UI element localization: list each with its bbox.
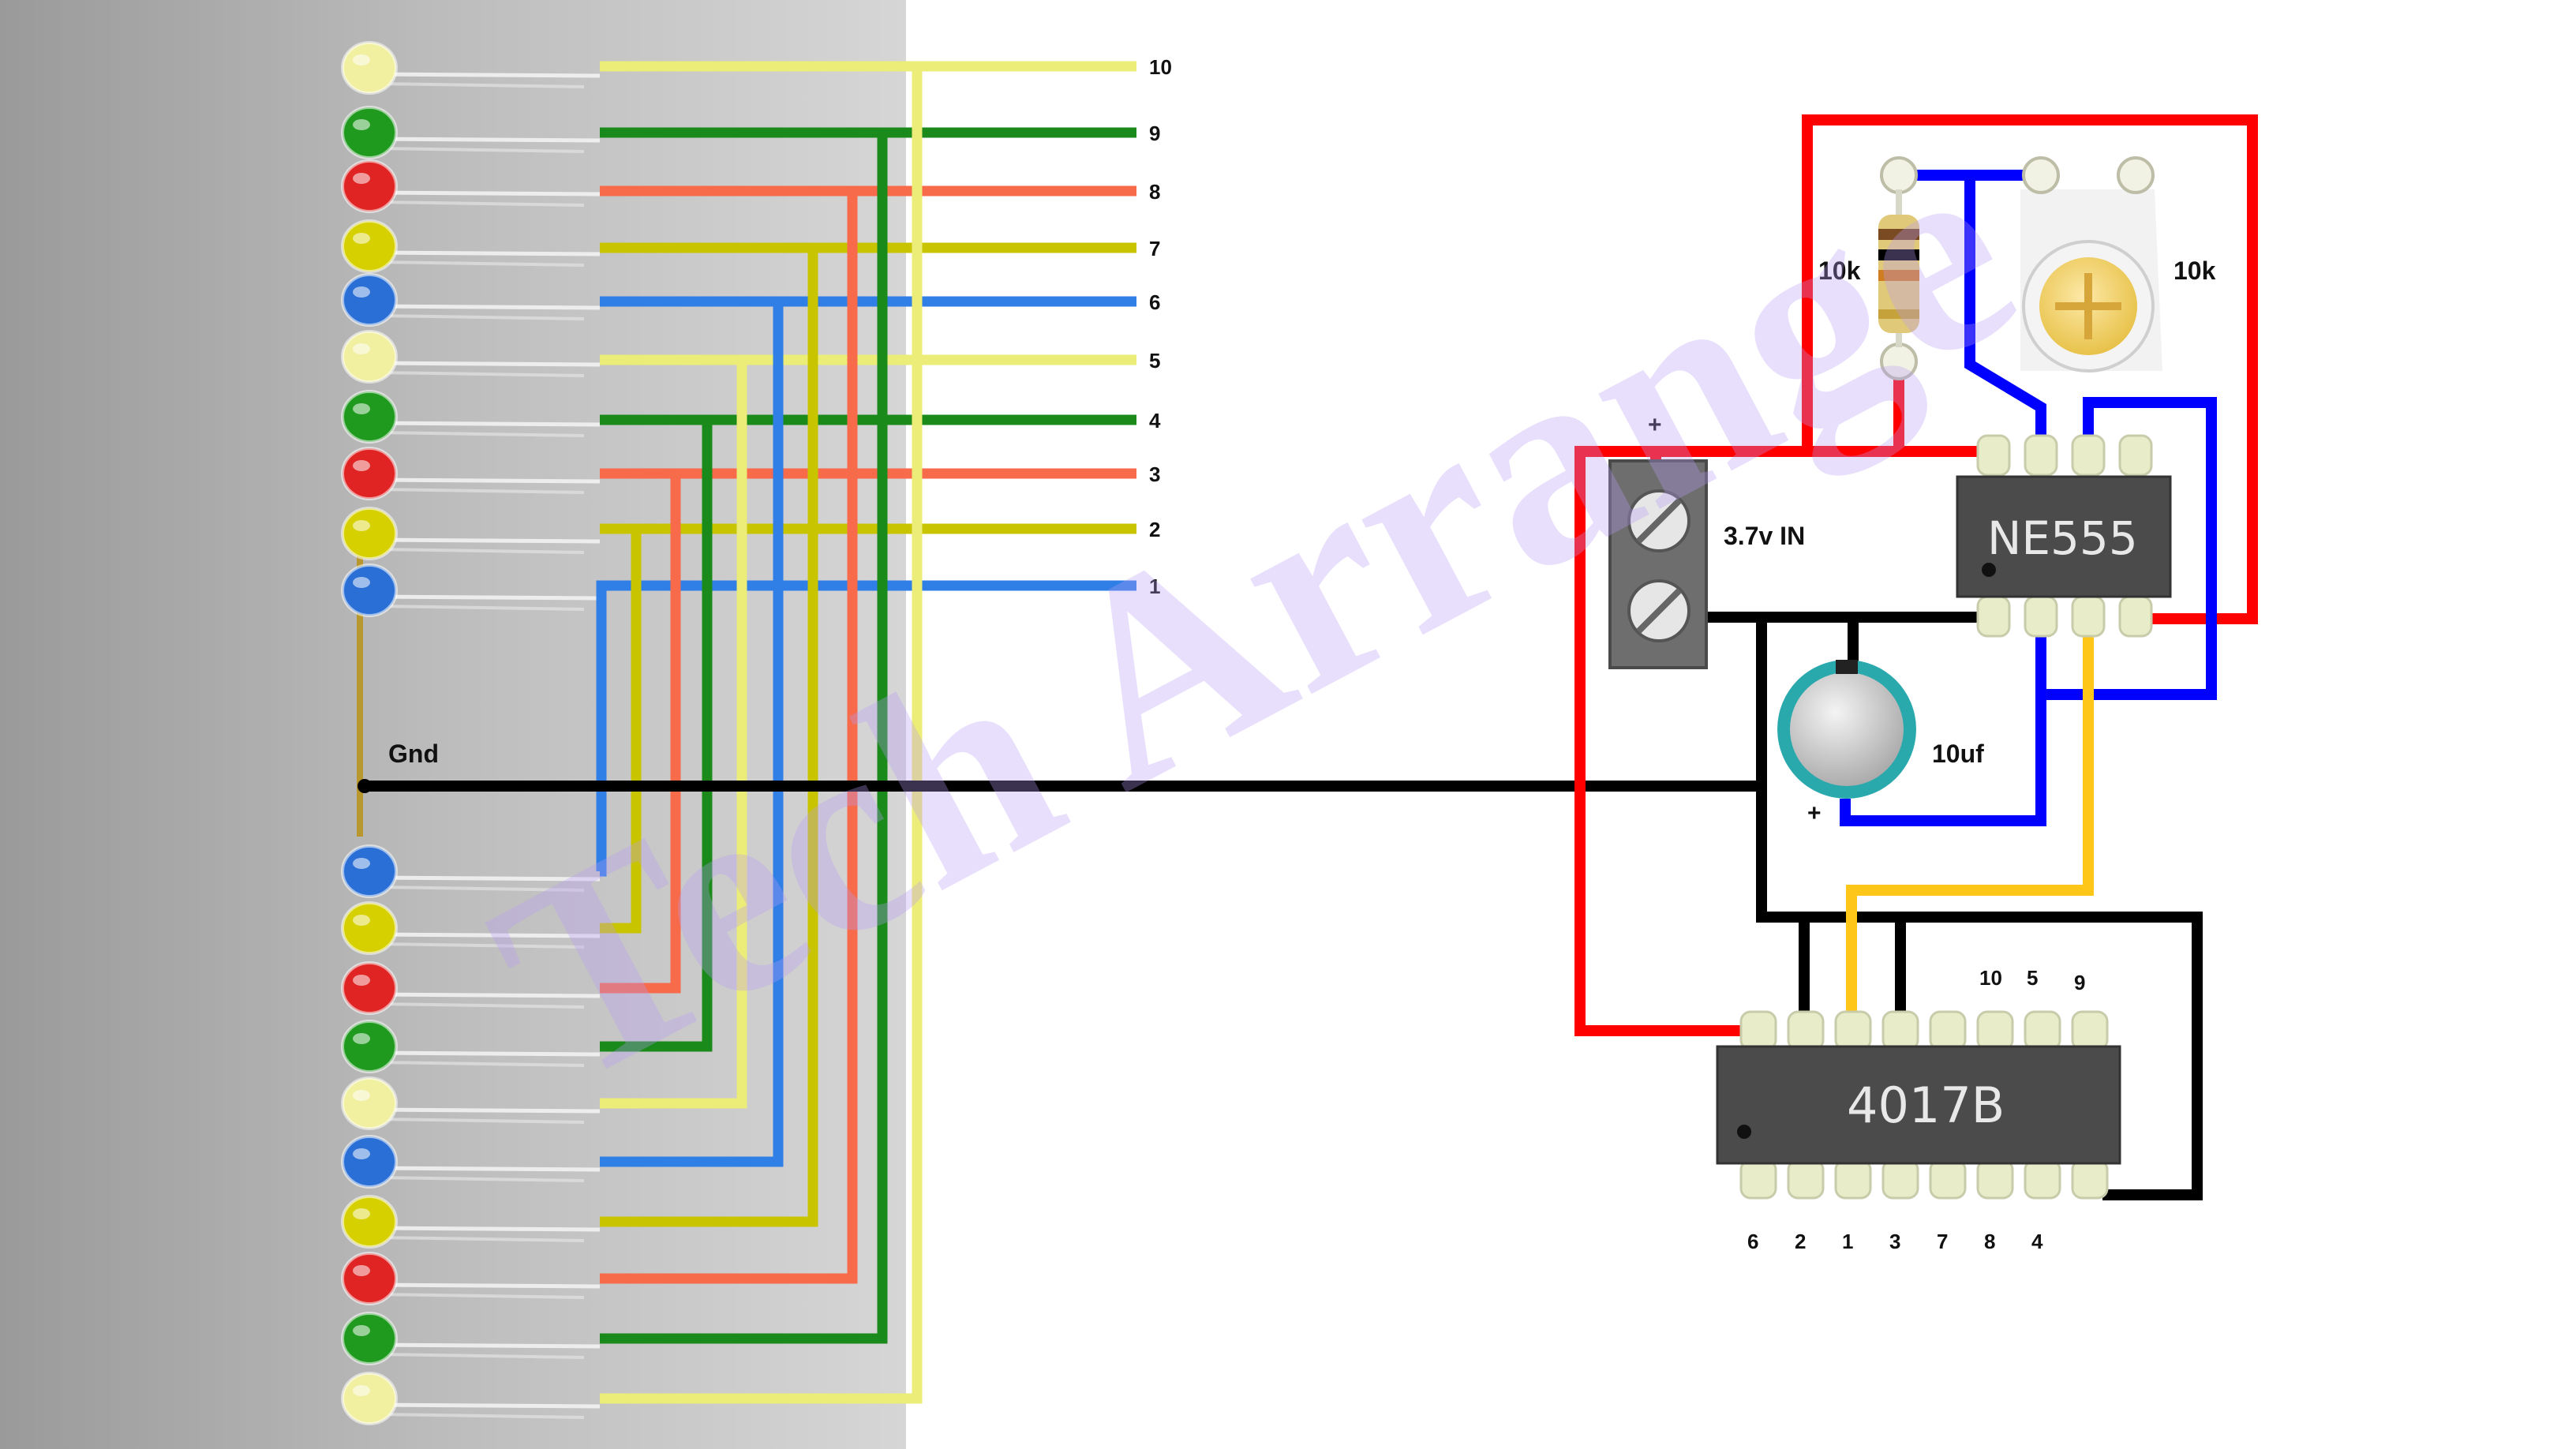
led-lower-4 [341,1020,601,1073]
clock-wire [1846,619,2094,1028]
ne555-chip-label: NE555 [1987,511,2138,565]
column-label-10: 10 [1149,55,1172,79]
counter-bottom-label-7: 7 [1937,1230,1948,1253]
led-upper-9 [341,106,601,159]
led-lower-9 [341,1312,601,1365]
photo-background [0,0,906,1449]
led-wire-1 [596,580,1136,877]
trigger-threshold-wire [2041,397,2217,700]
led-upper-8 [341,159,601,213]
counter-bottom-label-3: 3 [1889,1230,1900,1253]
led-lower-7 [341,1195,601,1249]
cd4017-top-pin [2024,1010,2061,1051]
capacitor-value-label: 10uf [1932,739,1984,768]
led-wire-8 [600,185,1136,1284]
led-upper-2 [341,507,601,560]
counter-pin-labels: 10 5 9 6 2 1 3 7 8 4 [1747,966,2085,1253]
cd4017-top-pin [2071,1010,2109,1051]
cd4017-top-pin [1834,1010,1872,1051]
resistor-value-label: 10k [1818,256,1861,285]
input-terminal-block [1608,459,1708,669]
cd4017-bottom-pin [1881,1159,1919,1200]
timing-capacitor [1777,660,1916,799]
led-lower-8 [341,1252,601,1305]
counter-top-label-9: 9 [2074,971,2085,994]
column-label-5: 5 [1149,349,1160,373]
led-lower-5 [341,1076,601,1130]
pot-value-label: 10k [2174,256,2216,285]
led-upper-4 [341,390,601,444]
gnd-label: Gnd [388,739,439,768]
led-lower-3 [341,961,601,1015]
column-label-9: 9 [1149,122,1160,145]
led-lower-1 [341,844,601,898]
timing-resistor [1878,156,1919,380]
column-label-1: 1 [1149,575,1160,598]
column-label-layer: 1 2 3 4 5 6 7 8 9 10 [1149,55,1172,598]
cd4017-bottom-pin [1929,1159,1967,1200]
led-upper-6 [341,273,601,327]
input-voltage-label: 3.7v IN [1724,522,1805,550]
column-label-6: 6 [1149,290,1160,314]
cap-plus-wire [1840,619,2046,826]
cd4017-bottom-pin [1976,1159,2014,1200]
cd4017-top-pin [1929,1010,1967,1051]
counter-top-label-5: 5 [2027,966,2038,990]
cd4017-top-pin [1881,1010,1919,1051]
counter-bottom-label-1: 1 [1842,1230,1853,1253]
led-lower-6 [341,1135,601,1189]
potentiometer [2020,156,2162,373]
cd4017-chip-label: 4017B [1847,1076,2005,1134]
led-wire-9 [600,127,1136,1344]
cd4017-bottom-pin [2071,1159,2109,1200]
cd4017-top-pin [1787,1010,1825,1051]
led-upper-5 [341,330,601,384]
counter-bottom-label-2: 2 [1795,1230,1806,1253]
led-wire-6 [600,296,1136,1167]
counter-top-label-10: 10 [1979,966,2002,990]
cd4017-bottom-pin [1787,1159,1825,1200]
column-label-8: 8 [1149,180,1160,204]
vcc-wire-outer [1802,114,2258,624]
cd4017-top-pin [1976,1010,2014,1051]
vcc-wire-main [1574,446,1997,1036]
led-layer [341,41,601,1425]
counter-bottom-label-8: 8 [1984,1230,1995,1253]
capacitor-plus-sign: + [1807,800,1822,826]
input-plus-sign: + [1648,412,1662,438]
column-label-7: 7 [1149,237,1160,260]
counter-bottom-label-6: 6 [1747,1230,1758,1253]
cd4017-bottom-pin [2024,1159,2061,1200]
ne555-chip: NE555 [1956,434,2172,638]
led-wire-7 [600,242,1136,1227]
wire-layer [596,61,1136,1404]
pot-to-555-wire [1964,175,2046,453]
cd4017-bottom-pin [1834,1159,1872,1200]
led-wire-3 [600,468,1136,994]
counter-bottom-label-4: 4 [2031,1230,2043,1253]
column-label-2: 2 [1149,518,1160,541]
led-wire-5 [600,354,1136,1109]
led-upper-3 [341,447,601,500]
led-lower-2 [341,901,601,955]
led-upper-1 [341,564,601,617]
column-label-4: 4 [1149,409,1161,432]
cd4017-bottom-pin [1739,1159,1777,1200]
gnd-node [358,779,372,793]
cd4017-chip: 4017B [1716,1010,2121,1200]
led-wire-10 [600,61,1136,1404]
cd4017-top-pin [1739,1010,1777,1051]
led-lower-10 [341,1372,601,1425]
ground-wire-counter [1756,617,2203,1200]
led-upper-7 [341,219,601,273]
column-label-3: 3 [1149,462,1160,486]
led-upper-10 [341,41,601,95]
